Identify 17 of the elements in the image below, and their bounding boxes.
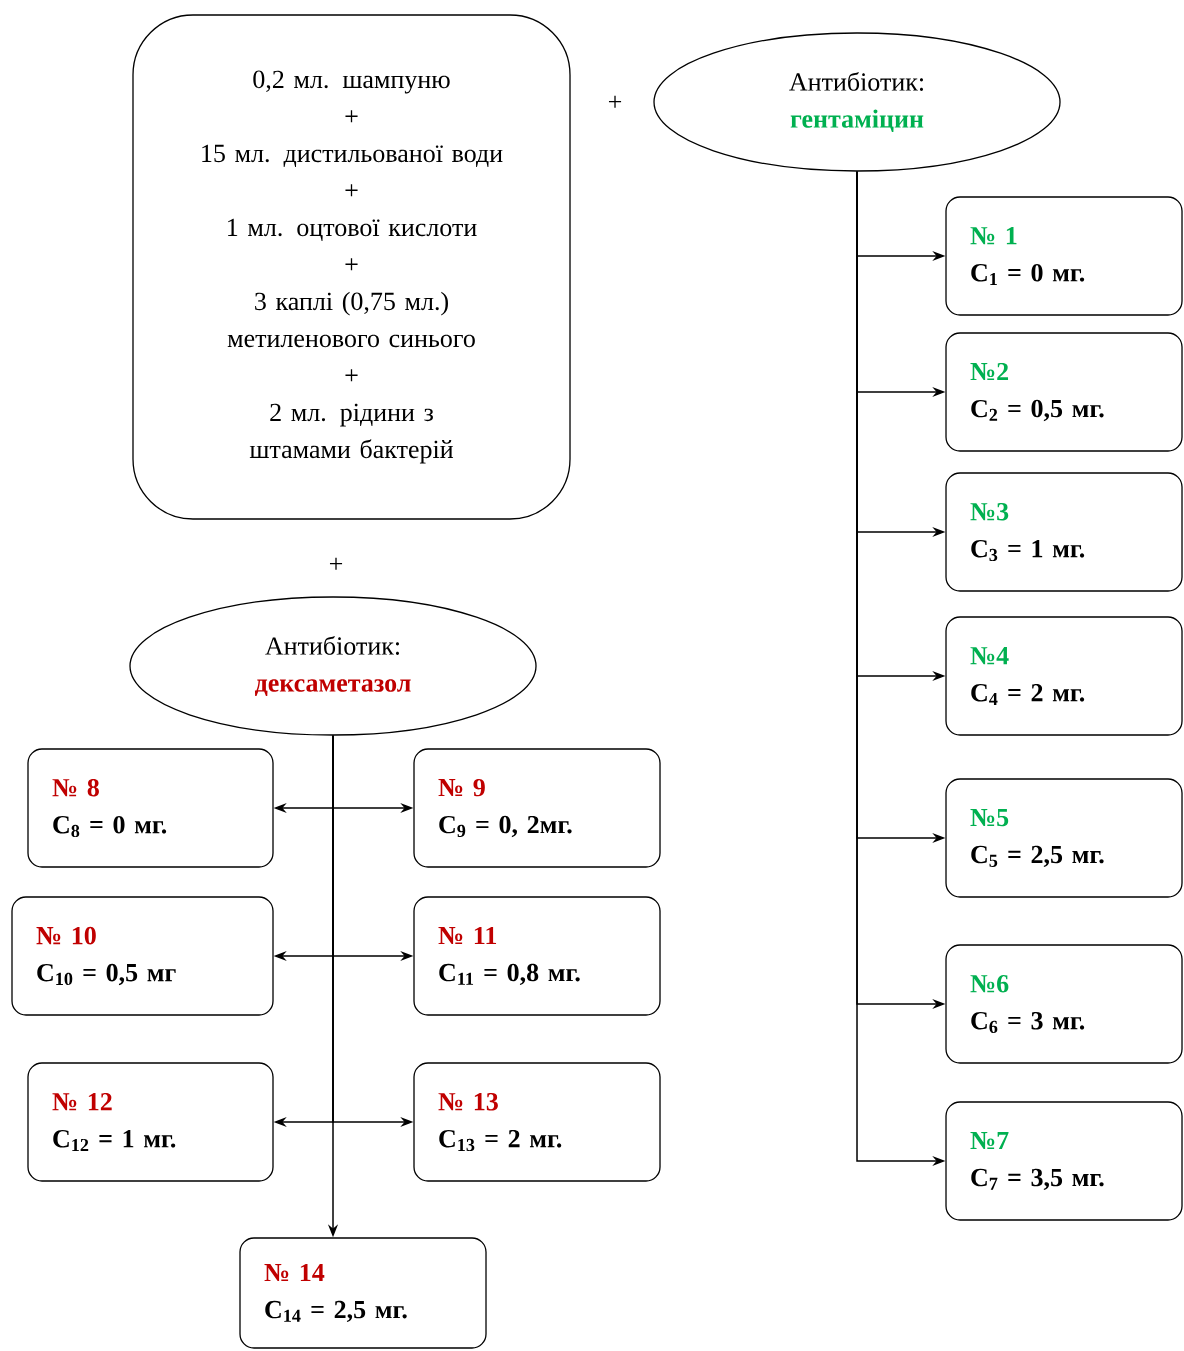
- plus-sign: +: [609, 95, 622, 108]
- sample-box: №2 C$_{2}$ = 0,5 мг.: [945, 332, 1183, 452]
- sample-box: №5 C$_{5}$ = 2,5 мг.: [945, 778, 1183, 898]
- sample-box: №6 C$_{6}$ = 3 мг.: [945, 944, 1183, 1064]
- sample-box: № 11 C$_{11}$ = 0,8 мг.: [413, 896, 661, 1016]
- sample-box: № 9 C$_{9}$ = 0, 2мг.: [413, 748, 661, 868]
- mixture-box: 0,2 мл. шампуню + 15 мл. дистильованої води + 1 мл. оцтової кислоти + 3 каплі (0,75 мл.) метиленового синього + 2 мл. рідини з штамами бактерій: [132, 14, 571, 520]
- sample-box: № 8 C$_{8}$ = 0 мг.: [27, 748, 274, 868]
- plus-sign: +: [329, 557, 343, 570]
- sample-box: № 13 C$_{13}$ = 2 мг.: [413, 1062, 661, 1182]
- sample-box: № 12 C$_{12}$ = 1 мг.: [27, 1062, 274, 1182]
- sample-box: № 14 C$_{14}$ = 2,5 мг.: [239, 1237, 487, 1349]
- sample-box: №4 C$_{4}$ = 2 мг.: [945, 616, 1183, 736]
- sample-box: №3 C$_{3}$ = 1 мг.: [945, 472, 1183, 592]
- sample-box: №7 C$_{7}$ = 3,5 мг.: [945, 1101, 1183, 1221]
- sample-box: № 10 C$_{10}$ = 0,5 мг: [11, 896, 274, 1016]
- sample-box: № 1 C$_{1}$ = 0 мг.: [945, 196, 1183, 316]
